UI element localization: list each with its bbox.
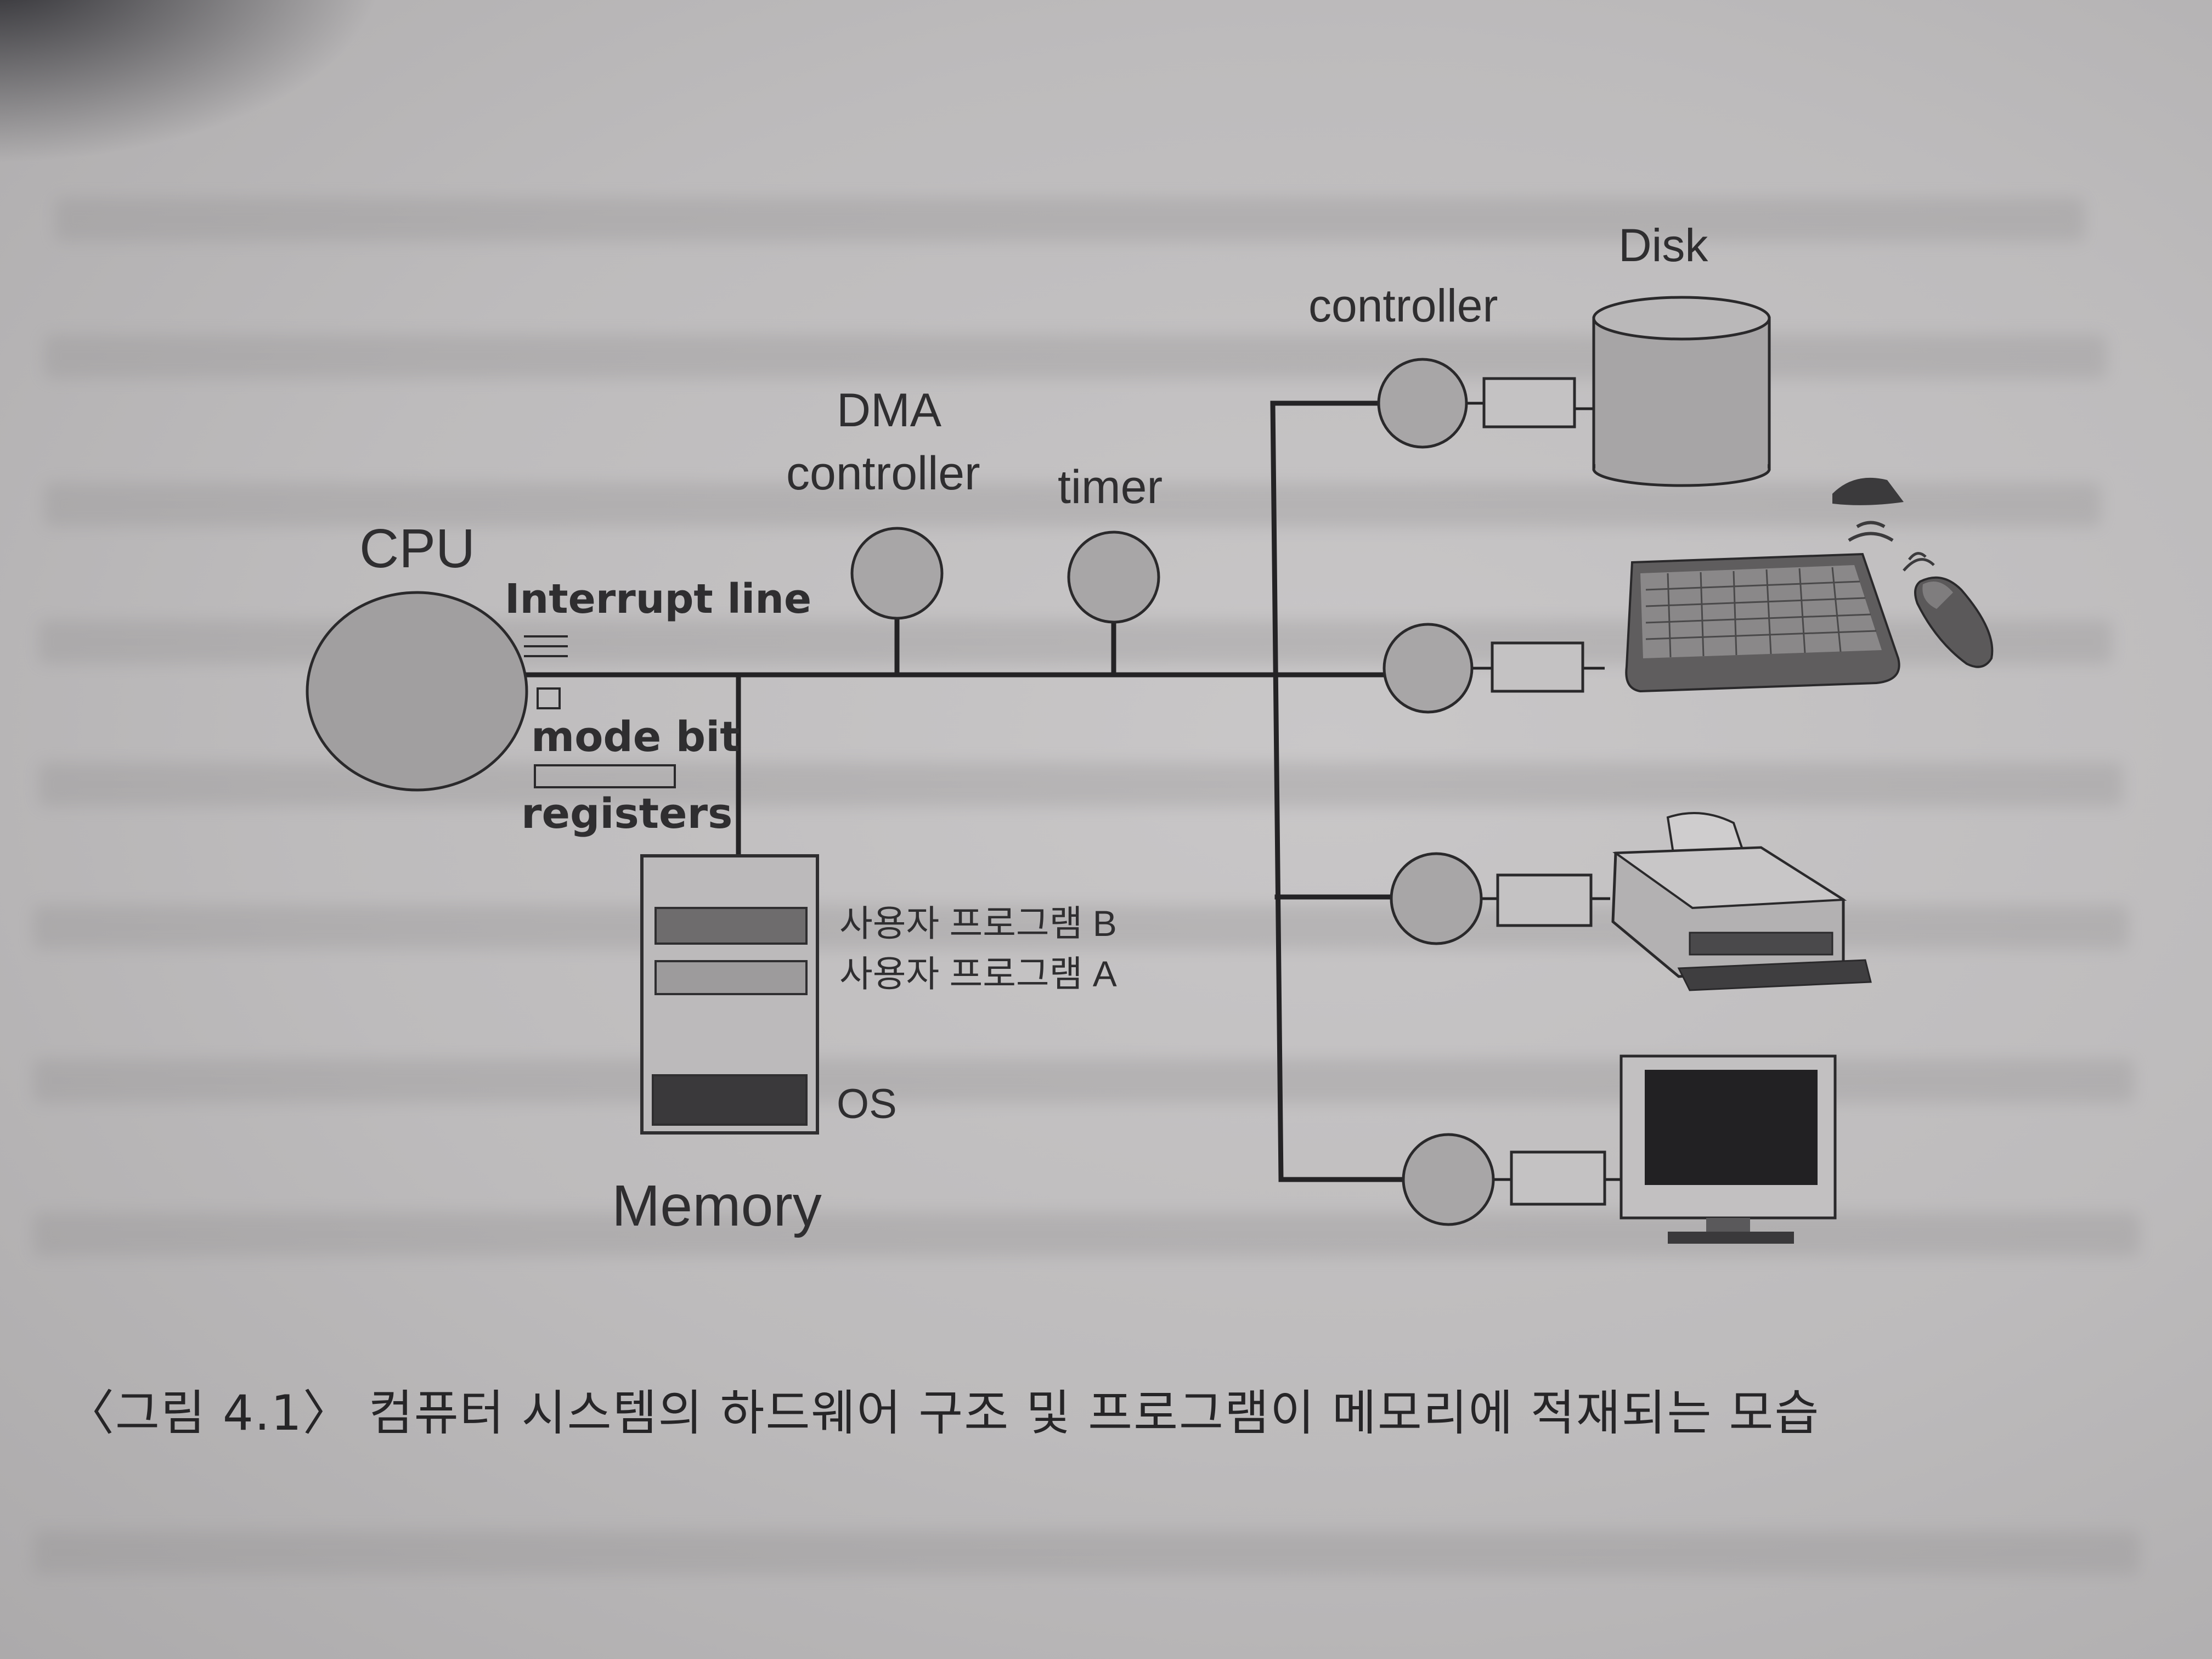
user-program-b-label: 사용자 프로그램 B xyxy=(839,903,1117,944)
os-label: OS xyxy=(837,1081,897,1127)
monitor-adapter-box xyxy=(1510,1150,1606,1206)
mode-bit-box xyxy=(537,687,561,709)
page-corner-shadow xyxy=(0,0,384,165)
io-bus-vertical xyxy=(1270,400,1284,1182)
registers-box xyxy=(534,764,676,788)
user-program-a-label: 사용자 프로그램 A xyxy=(839,953,1117,994)
disk-label: Disk xyxy=(1618,219,1708,271)
bleed-through-line xyxy=(33,1531,2140,1575)
dma-controller-circle xyxy=(850,527,944,620)
wireless-receiver-icon xyxy=(1832,477,1935,572)
bleed-through-line xyxy=(44,483,2101,527)
printer-icon xyxy=(1611,812,1872,991)
dma-label: DMA xyxy=(837,384,942,437)
monitor-controller-circle xyxy=(1402,1133,1495,1226)
controller-label: controller xyxy=(1308,280,1498,331)
keyboard-controller-circle xyxy=(1383,623,1474,714)
printer-adapter-box xyxy=(1496,873,1593,927)
mouse-icon xyxy=(1914,576,1994,668)
cpu-label: CPU xyxy=(359,518,476,579)
figure-caption: 〈그림 4.1〉 컴퓨터 시스템의 하드웨어 구조 및 프로그램이 메모리에 적… xyxy=(66,1385,1820,1441)
registers-label: registers xyxy=(521,789,733,838)
timer-circle xyxy=(1067,531,1160,624)
bleed-through-line xyxy=(55,198,2085,241)
mode-bit-label: mode bit xyxy=(531,712,740,761)
disk-adapter-box xyxy=(1482,377,1576,428)
monitor-icon xyxy=(1620,1054,1837,1244)
printer-controller-circle xyxy=(1390,852,1483,945)
disk-icon xyxy=(1592,296,1771,487)
memory-os xyxy=(652,1074,808,1126)
keyboard-adapter-box xyxy=(1491,641,1584,693)
memory-user-program-b xyxy=(654,907,808,945)
interrupt-line-label: Interrupt line xyxy=(505,575,812,623)
timer-label: timer xyxy=(1058,461,1163,514)
memory-label: Memory xyxy=(612,1173,822,1238)
cpu-circle xyxy=(306,591,528,792)
dma-controller-label: controller xyxy=(786,447,980,500)
keyboard-icon xyxy=(1625,552,1900,693)
memory-user-program-a xyxy=(654,960,808,995)
disk-controller-circle xyxy=(1377,358,1468,449)
